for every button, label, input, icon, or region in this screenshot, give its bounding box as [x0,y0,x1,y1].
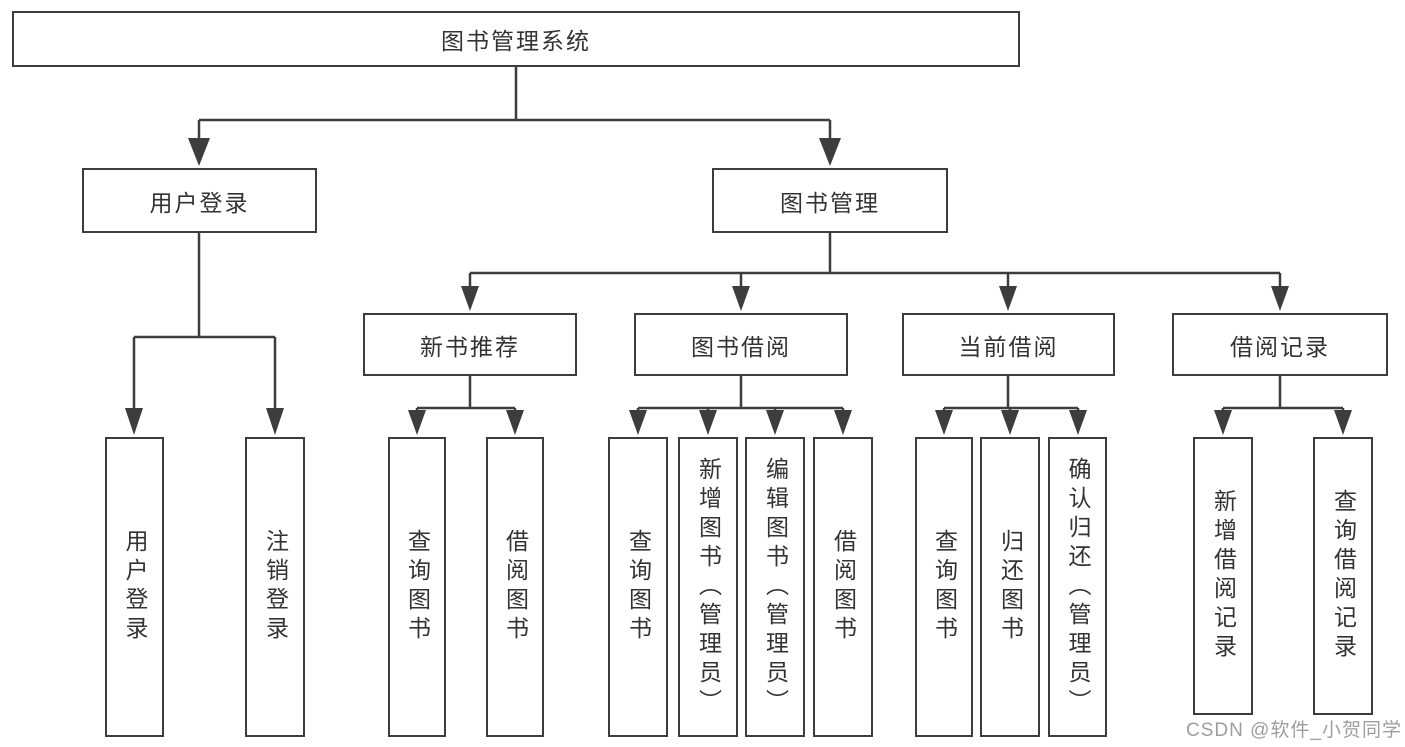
leaf-borrow-books-newbooks: 借阅图书 [486,437,544,737]
node-current-borrowing: 当前借阅 [902,313,1115,376]
leaf-query-books-borrow: 查询图书 [608,437,668,737]
leaf-confirm-return-admin: 确认归还（管理员） [1048,437,1107,737]
leaf-borrow-books: 借阅图书 [813,437,873,737]
leaf-query-books-newbooks: 查询图书 [388,437,446,737]
csdn-watermark: CSDN @软件_小贺同学 [1186,720,1402,741]
leaf-add-borrow-record: 新增借阅记录 [1193,437,1253,715]
leaf-user-login: 用户登录 [105,437,164,737]
node-book-management: 图书管理 [712,168,948,233]
node-book-borrowing: 图书借阅 [634,313,848,376]
leaf-query-books-current: 查询图书 [915,437,973,737]
node-new-book-recommendation: 新书推荐 [363,313,577,376]
leaf-add-books-admin: 新增图书（管理员） [678,437,738,737]
leaf-return-books: 归还图书 [980,437,1040,737]
node-library-management-system: 图书管理系统 [12,11,1020,67]
leaf-edit-books-admin: 编辑图书（管理员） [745,437,805,737]
leaf-logout-login: 注销登录 [245,437,305,737]
node-user-login: 用户登录 [82,168,317,233]
leaf-query-borrow-record: 查询借阅记录 [1313,437,1373,715]
node-borrowing-records: 借阅记录 [1172,313,1388,376]
